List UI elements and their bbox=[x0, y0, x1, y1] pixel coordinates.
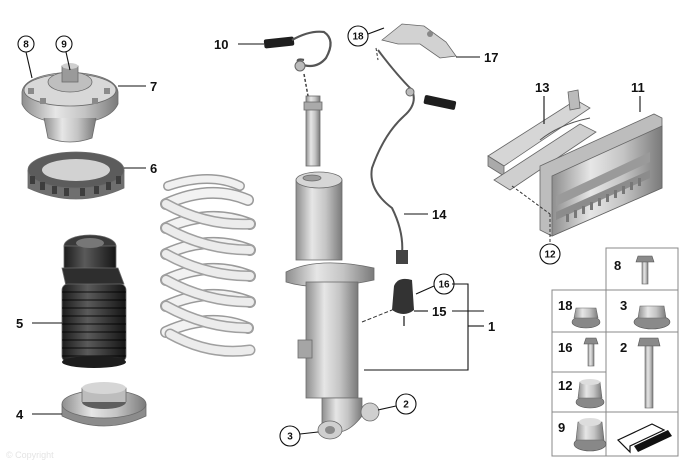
fastener-cell-8: 8 bbox=[614, 255, 655, 285]
svg-text:16: 16 bbox=[558, 340, 572, 355]
callout-6: 6 bbox=[124, 161, 157, 176]
shock-absorber-part bbox=[285, 95, 380, 440]
svg-text:12: 12 bbox=[558, 378, 572, 393]
callout-2: 2 bbox=[377, 393, 417, 415]
lower-spring-pad-part bbox=[61, 382, 147, 427]
svg-text:18: 18 bbox=[352, 32, 364, 43]
svg-text:2: 2 bbox=[620, 340, 627, 355]
callout-8: 8 bbox=[17, 35, 35, 79]
coil-spring-part bbox=[160, 174, 256, 357]
svg-text:6: 6 bbox=[150, 161, 157, 176]
callout-11: 11 bbox=[631, 80, 645, 112]
svg-text:2: 2 bbox=[403, 400, 409, 411]
callout-13: 13 bbox=[535, 80, 549, 124]
svg-text:12: 12 bbox=[544, 250, 556, 261]
fastener-cell-9: 9 bbox=[558, 418, 607, 452]
callout-9: 9 bbox=[55, 35, 73, 71]
fastener-cell-18: 18 bbox=[558, 298, 601, 329]
callout-1: 1 bbox=[364, 283, 495, 371]
svg-text:4: 4 bbox=[16, 407, 24, 422]
callout-18-top: 18 bbox=[347, 25, 385, 61]
callout-17: 17 bbox=[456, 50, 498, 65]
svg-text:8: 8 bbox=[23, 40, 29, 51]
callout-4: 4 bbox=[16, 407, 62, 422]
bump-stop-part bbox=[61, 234, 125, 287]
bracket-part bbox=[487, 89, 597, 191]
svg-text:3: 3 bbox=[620, 298, 627, 313]
svg-text:9: 9 bbox=[61, 40, 67, 51]
callout-16-main: 16 bbox=[415, 273, 455, 295]
diagram-arrow-icon bbox=[616, 423, 672, 454]
svg-text:10: 10 bbox=[214, 37, 228, 52]
sensor-wire-part bbox=[263, 30, 332, 97]
fastener-cell-16: 16 bbox=[558, 337, 599, 367]
fastener-cell-3: 3 bbox=[620, 298, 671, 330]
callout-5: 5 bbox=[16, 316, 62, 331]
svg-text:11: 11 bbox=[631, 80, 645, 95]
callout-12-top: 12 bbox=[511, 185, 561, 265]
callout-7: 7 bbox=[118, 79, 157, 94]
control-unit-part bbox=[539, 113, 663, 237]
svg-text:3: 3 bbox=[287, 432, 293, 443]
svg-text:7: 7 bbox=[150, 79, 157, 94]
svg-text:1: 1 bbox=[488, 319, 495, 334]
dust-bellow-part bbox=[61, 283, 127, 368]
svg-text:14: 14 bbox=[432, 207, 447, 222]
svg-text:18: 18 bbox=[558, 298, 572, 313]
callout-10: 10 bbox=[214, 37, 264, 52]
callout-14: 14 bbox=[404, 207, 447, 222]
wire-harness-part bbox=[370, 23, 457, 326]
svg-text:5: 5 bbox=[16, 316, 23, 331]
spring-pad-part bbox=[27, 151, 125, 200]
svg-text:8: 8 bbox=[614, 258, 621, 273]
watermark: © Copyright bbox=[6, 450, 54, 460]
callout-3: 3 bbox=[279, 425, 319, 447]
svg-text:16: 16 bbox=[438, 280, 450, 291]
svg-text:9: 9 bbox=[558, 420, 565, 435]
fastener-cell-12: 12 bbox=[558, 378, 605, 409]
svg-text:17: 17 bbox=[484, 50, 498, 65]
fastener-cell-2: 2 bbox=[620, 337, 661, 409]
svg-text:15: 15 bbox=[432, 304, 446, 319]
svg-text:13: 13 bbox=[535, 80, 549, 95]
top-mount-part bbox=[21, 63, 119, 143]
callout-15: 15 bbox=[361, 304, 446, 323]
